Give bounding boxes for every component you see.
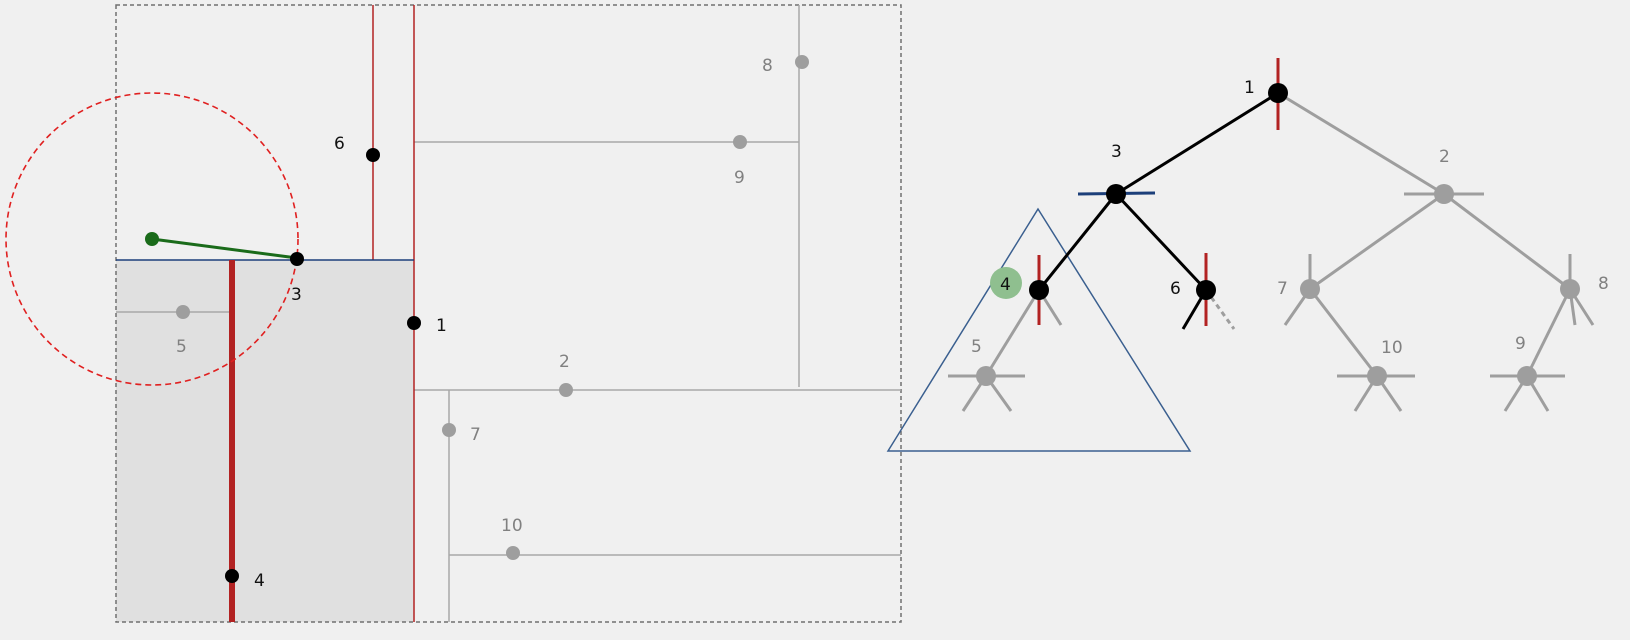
searched-region [116, 260, 414, 622]
bounding-box [115, 4, 902, 623]
space-point-label: 5 [176, 337, 187, 357]
space-point-label: 10 [501, 516, 523, 536]
space-point-10: 10 [501, 516, 523, 560]
query-point [145, 232, 159, 246]
tree-node-4: 4 [1000, 275, 1049, 300]
tree-node-label: 8 [1598, 274, 1609, 294]
space-point-8: 8 [762, 55, 809, 76]
tree-node-8: 8 [1560, 274, 1609, 299]
tree-node-7: 7 [1277, 279, 1320, 299]
space-point-9: 9 [733, 135, 747, 188]
tree-node-2: 2 [1434, 147, 1454, 204]
space-point-5: 5 [176, 305, 190, 357]
tree-node-9: 9 [1515, 334, 1537, 386]
space-point-label: 9 [734, 168, 745, 188]
tree-node-label: 9 [1515, 334, 1526, 354]
node-4-highlight [990, 267, 1022, 299]
inactive-edges [961, 91, 1595, 412]
tree-node-label: 4 [1000, 275, 1011, 295]
tree-node-label: 2 [1439, 147, 1450, 167]
space-point-label: 6 [334, 134, 345, 154]
tree-node-label: 7 [1277, 279, 1288, 299]
active-edges [1037, 91, 1279, 330]
space-point-label: 8 [762, 56, 773, 76]
space-point-6: 6 [334, 134, 380, 162]
space-partition-panel: 1 2 3 4 5 6 7 8 [5, 4, 902, 623]
nearest-neighbor-line [151, 237, 298, 260]
space-point-label: 1 [436, 316, 447, 336]
space-point-label: 3 [291, 285, 302, 305]
tree-node-label: 1 [1244, 78, 1255, 98]
space-point-4: 4 [225, 569, 265, 591]
tree-node-label: 10 [1381, 338, 1403, 358]
kd-tree-panel: 1 3 2 4 6 7 8 5 [886, 58, 1609, 452]
space-point-7: 7 [442, 423, 481, 445]
tree-node-5: 5 [971, 337, 996, 386]
tree-node-3: 3 [1106, 142, 1126, 204]
tree-node-label: 3 [1111, 142, 1122, 162]
space-point-2: 2 [559, 352, 573, 397]
tree-node-label: 6 [1170, 279, 1181, 299]
tree-node-1: 1 [1244, 78, 1288, 103]
space-point-label: 2 [559, 352, 570, 372]
search-radius-circle [5, 92, 299, 386]
space-point-1: 1 [407, 316, 447, 336]
tree-node-10: 10 [1367, 338, 1403, 386]
subtree-triangle [886, 207, 1192, 452]
space-point-3: 3 [290, 252, 304, 305]
tree-node-6: 6 [1170, 279, 1216, 300]
tree-node-label: 5 [971, 337, 982, 357]
space-point-label: 7 [470, 425, 481, 445]
space-point-label: 4 [254, 571, 265, 591]
